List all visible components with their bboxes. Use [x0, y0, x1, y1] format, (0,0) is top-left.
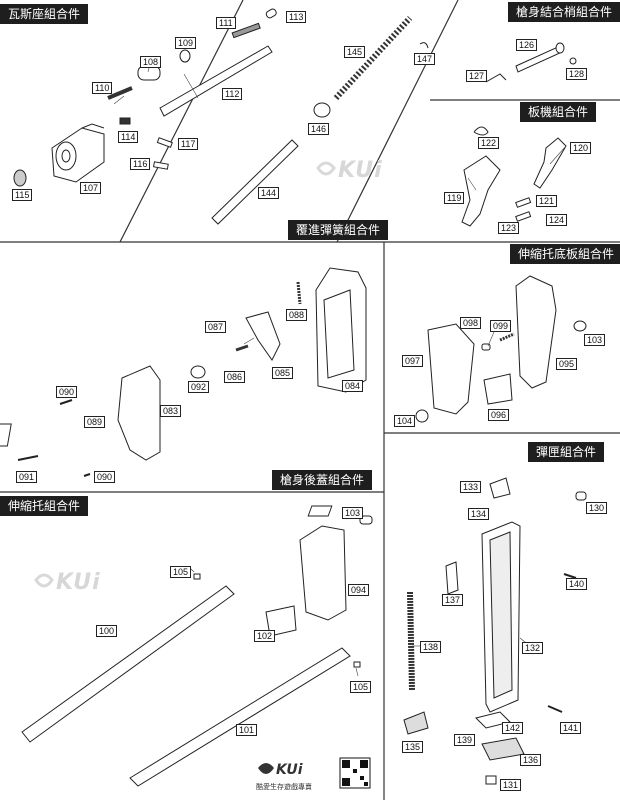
trigger-parts [461, 126, 567, 227]
part-label: 109 [175, 37, 197, 49]
section-title-stock: 伸縮托組合件 [0, 496, 89, 516]
section-title-gas-block: 瓦斯座組合件 [0, 4, 89, 24]
gas-block-parts [13, 8, 277, 187]
part-label: 145 [344, 46, 366, 58]
part-label: 103 [584, 334, 606, 346]
watermark-logo: KUi [338, 158, 383, 183]
part-label: 086 [224, 371, 246, 383]
part-label: 083 [160, 405, 182, 417]
part-label: 099 [490, 320, 512, 332]
part-label: 094 [348, 584, 370, 596]
part-label: 136 [520, 754, 542, 766]
watermark-logo: KUi [56, 570, 101, 595]
part-label: 084 [342, 380, 364, 392]
buttplate-parts [415, 275, 587, 423]
part-label: 138 [420, 641, 442, 653]
part-label: 139 [454, 734, 476, 746]
part-label: 124 [546, 214, 568, 226]
part-label: 087 [205, 321, 227, 333]
watermark-swirl-icons [34, 161, 336, 588]
part-label: 092 [188, 381, 210, 393]
part-label: 122 [478, 137, 500, 149]
part-label: 089 [84, 416, 106, 428]
stock-parts [21, 515, 373, 787]
footer-logo-icon [258, 763, 274, 774]
magazine-parts [307, 477, 587, 785]
footer-tagline: 酷愛生存遊戲專賣 [256, 783, 312, 791]
part-label: 110 [92, 82, 113, 94]
part-label: 135 [402, 741, 424, 753]
section-title-trigger: 板機組合件 [520, 102, 597, 122]
part-label: 088 [286, 309, 308, 321]
part-label: 134 [468, 508, 490, 520]
part-label: 105 [170, 566, 192, 578]
part-label: 132 [522, 642, 544, 654]
part-label: 108 [140, 56, 162, 68]
part-label: 098 [460, 317, 482, 329]
part-label: 111 [216, 17, 236, 29]
part-label: 112 [222, 88, 243, 100]
part-label: 123 [498, 222, 520, 234]
part-label: 103 [342, 507, 364, 519]
section-title-recoil-spring: 覆進彈簧組合件 [288, 220, 389, 240]
section-title-magazine: 彈匣組合件 [528, 442, 605, 462]
footer-logo-text: KUi [276, 762, 303, 778]
part-label: 144 [258, 187, 280, 199]
part-label: 100 [96, 625, 118, 637]
section-title-body-pin: 槍身結合梢組合件 [508, 2, 620, 22]
part-label: 114 [118, 131, 139, 143]
part-label: 130 [586, 502, 608, 514]
body-pin-parts [485, 42, 577, 83]
section-title-rear-cover: 槍身後蓋組合件 [272, 470, 373, 490]
part-label: 105 [350, 681, 372, 693]
part-label: 142 [502, 722, 524, 734]
part-label: 097 [402, 355, 424, 367]
part-label: 090 [94, 471, 116, 483]
part-label: 107 [80, 182, 102, 194]
part-label: 117 [178, 138, 199, 150]
part-label: 085 [272, 367, 294, 379]
part-label: 133 [460, 481, 482, 493]
part-label: 147 [414, 53, 436, 65]
part-label: 146 [308, 123, 330, 135]
part-label: 104 [394, 415, 416, 427]
part-label: 127 [466, 70, 488, 82]
part-label: 101 [236, 724, 258, 736]
part-label: 141 [560, 722, 582, 734]
part-label: 091 [16, 471, 38, 483]
part-label: 115 [12, 189, 33, 201]
part-label: 119 [444, 192, 465, 204]
part-label: 090 [56, 386, 78, 398]
part-label: 121 [536, 195, 558, 207]
part-label: 137 [442, 594, 464, 606]
section-title-buttplate: 伸縮托底板組合件 [510, 244, 620, 264]
part-label: 126 [516, 39, 538, 51]
part-label: 120 [570, 142, 592, 154]
part-label: 128 [566, 68, 588, 80]
part-label: 102 [254, 630, 276, 642]
part-label: 096 [488, 409, 510, 421]
recoil-spring-parts [211, 15, 429, 225]
qr-code [339, 757, 371, 789]
part-label: 140 [566, 578, 588, 590]
part-label: 131 [500, 779, 522, 791]
rear-cover-parts [0, 267, 367, 477]
part-label: 095 [556, 358, 578, 370]
part-label: 116 [130, 158, 151, 170]
part-label: 113 [286, 11, 307, 23]
